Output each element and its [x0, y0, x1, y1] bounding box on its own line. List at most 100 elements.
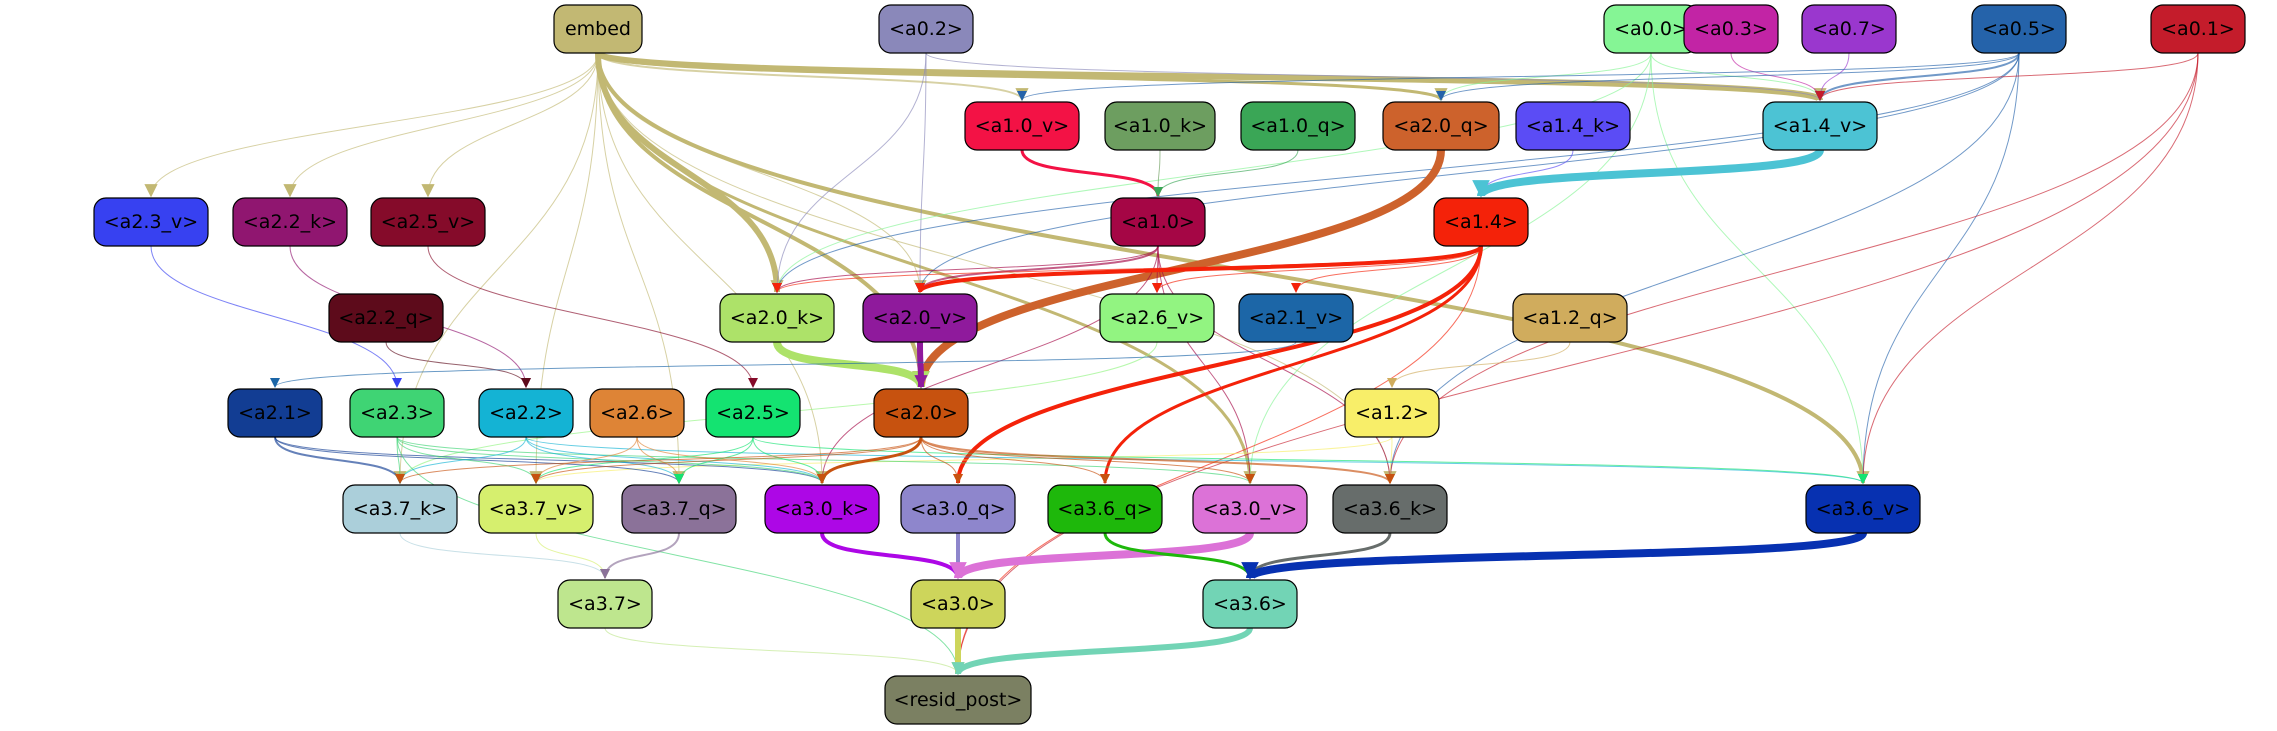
node-box-a3-0-k: [764, 484, 880, 534]
node-box-a2-5: [705, 388, 801, 438]
node-a2-0-q[interactable]: <a2.0_q>: [1382, 101, 1500, 151]
edge-a1-4-to-a2-6-v: [1152, 245, 1482, 293]
node-a2-1[interactable]: <a2.1>: [227, 388, 323, 438]
edge-a3-6-to-resid-post: [951, 626, 1253, 676]
node-a0-3[interactable]: <a0.3>: [1683, 4, 1779, 54]
node-embed[interactable]: embed: [553, 4, 643, 54]
node-a1-2-q[interactable]: <a1.2_q>: [1512, 293, 1628, 343]
edge-a1-0-k-to-a1-0: [1153, 149, 1164, 197]
node-a3-7-v[interactable]: <a3.7_v>: [478, 484, 594, 534]
node-box-a3-7: [557, 579, 653, 629]
node-box-a3-7-q: [621, 484, 737, 534]
node-a3-6-v[interactable]: <a3.6_v>: [1805, 484, 1921, 534]
node-a3-7[interactable]: <a3.7>: [557, 579, 653, 629]
node-a1-2[interactable]: <a1.2>: [1344, 388, 1440, 438]
edge-embed-to-a2-0-v: [597, 52, 927, 294]
node-a0-5[interactable]: <a0.5>: [1971, 4, 2067, 54]
edge-a1-4-to-a3-6-q: [1100, 245, 1483, 484]
edge-embed-to-a2-3-v: [144, 52, 599, 198]
node-a1-4-k[interactable]: <a1.4_k>: [1515, 101, 1631, 151]
node-a2-2[interactable]: <a2.2>: [478, 388, 574, 438]
node-a2-5-v[interactable]: <a2.5_v>: [370, 197, 486, 247]
node-box-resid-post: [884, 675, 1032, 725]
edge-a0-0-to-a2-0-k: [772, 52, 1652, 293]
node-a2-6[interactable]: <a2.6>: [589, 388, 685, 438]
edge-a3-7-to-resid-post: [604, 627, 963, 675]
edge-a1-0-to-a2-0-v: [915, 245, 1159, 293]
node-box-a2-2-k: [232, 197, 348, 247]
node-box-a2-3-v: [93, 197, 209, 247]
edge-a1-0-to-a3-6-k: [1157, 245, 1395, 484]
edge-a1-0-q-to-a1-0: [1153, 149, 1299, 197]
node-a2-3-v[interactable]: <a2.3_v>: [93, 197, 209, 247]
node-a3-0-k[interactable]: <a3.0_k>: [764, 484, 880, 534]
node-box-a3-0-q: [900, 484, 1016, 534]
edge-a2-5-v-to-a2-5: [427, 245, 758, 388]
node-box-a3-0-v: [1192, 484, 1308, 534]
node-a3-6-q[interactable]: <a3.6_q>: [1047, 484, 1163, 534]
node-a0-2[interactable]: <a0.2>: [878, 4, 974, 54]
node-a3-0[interactable]: <a3.0>: [910, 579, 1006, 629]
node-a2-0-v[interactable]: <a2.0_v>: [862, 293, 978, 343]
node-box-a0-5: [1971, 4, 2067, 54]
edge-a0-5-to-a2-0-q: [1436, 52, 2020, 101]
node-box-a1-4-v: [1762, 101, 1878, 151]
node-box-embed: [553, 4, 643, 54]
node-a3-6[interactable]: <a3.6>: [1202, 579, 1298, 629]
node-a3-0-q[interactable]: <a3.0_q>: [900, 484, 1016, 534]
edge-a2-1-to-a3-7-k: [274, 436, 405, 484]
edge-a3-6-v-to-a3-6: [1241, 529, 1867, 582]
node-a2-3[interactable]: <a2.3>: [349, 388, 445, 438]
node-a1-0-q[interactable]: <a1.0_q>: [1240, 101, 1356, 151]
node-a0-7[interactable]: <a0.7>: [1801, 4, 1897, 54]
edge-a1-0-to-a2-0-k: [772, 245, 1159, 293]
node-a2-1-v[interactable]: <a2.1_v>: [1238, 293, 1354, 343]
node-box-a0-2: [878, 4, 974, 54]
node-a2-6-v[interactable]: <a2.6_v>: [1099, 293, 1215, 343]
node-box-a2-1-v: [1238, 293, 1354, 343]
node-a3-7-q[interactable]: <a3.7_q>: [621, 484, 737, 534]
node-a1-4[interactable]: <a1.4>: [1433, 197, 1529, 247]
edge-a2-3-v-to-a2-3: [150, 245, 402, 388]
node-a1-0[interactable]: <a1.0>: [1110, 197, 1206, 247]
node-a2-0[interactable]: <a2.0>: [873, 388, 969, 438]
edge-a3-0-v-to-a3-0: [949, 531, 1254, 580]
node-a1-0-k[interactable]: <a1.0_k>: [1104, 101, 1216, 151]
node-a1-0-v[interactable]: <a1.0_v>: [964, 101, 1080, 151]
node-box-a2-0-v: [862, 293, 978, 343]
node-box-a3-6-q: [1047, 484, 1163, 534]
edge-embed-to-a3-0-k: [597, 52, 829, 485]
node-a2-5[interactable]: <a2.5>: [705, 388, 801, 438]
node-a2-0-k[interactable]: <a2.0_k>: [719, 293, 835, 343]
edge-a1-2-to-a3-6-k: [1385, 436, 1396, 484]
edge-a1-0-to-a3-0-k: [817, 245, 1159, 484]
edge-a0-2-to-a2-0-v: [915, 52, 927, 293]
edge-a1-4-to-a3-0-q: [953, 245, 1483, 484]
edge-a0-5-to-a3-6-v: [1858, 52, 2020, 484]
node-box-a0-3: [1683, 4, 1779, 54]
edge-a2-0-to-a3-0-v: [920, 436, 1255, 484]
node-a3-7-k[interactable]: <a3.7_k>: [342, 484, 458, 534]
node-a2-2-k[interactable]: <a2.2_k>: [232, 197, 348, 247]
node-box-a0-7: [1801, 4, 1897, 54]
edge-a3-0-k-to-a3-0: [820, 532, 963, 579]
edge-a1-2-q-to-a1-2: [1387, 341, 1571, 388]
node-a0-1[interactable]: <a0.1>: [2150, 4, 2246, 54]
nodes-layer: embed<a0.2><a0.0><a0.3><a0.7><a0.5><a0.1…: [93, 4, 2246, 725]
node-resid-post[interactable]: <resid_post>: [884, 675, 1032, 725]
node-a3-6-k[interactable]: <a3.6_k>: [1332, 484, 1448, 534]
edge-a1-4-v-to-a1-4: [1472, 148, 1824, 198]
edge-a1-4-to-a2-0-k: [772, 245, 1482, 293]
edge-a2-2-to-a3-6-v: [525, 436, 1868, 484]
edge-a2-0-to-a3-7-k: [395, 436, 922, 484]
node-a2-2-q[interactable]: <a2.2_q>: [328, 293, 444, 343]
edge-a2-3-to-a3-0-v: [396, 436, 1255, 484]
edge-a1-4-to-a2-0-v: [915, 244, 1483, 294]
node-a1-4-v[interactable]: <a1.4_v>: [1762, 101, 1878, 151]
node-box-a3-6: [1202, 579, 1298, 629]
node-box-a2-6: [589, 388, 685, 438]
edge-a0-5-to-a1-0-v: [1017, 52, 2020, 101]
node-a3-0-v[interactable]: <a3.0_v>: [1192, 484, 1308, 534]
edge-a2-3-to-a3-0-k: [396, 436, 827, 484]
